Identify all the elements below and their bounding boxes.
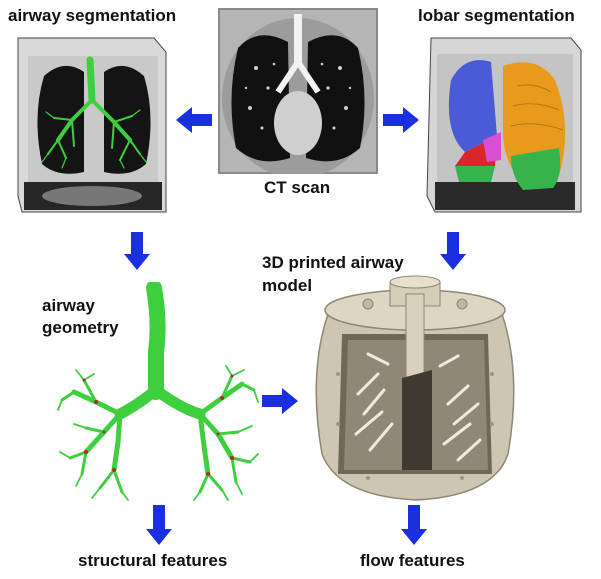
label-airway-geometry-line2: geometry xyxy=(42,318,119,337)
label-flow-features: flow features xyxy=(360,551,465,570)
label-airway-geometry-line1: airway xyxy=(42,296,95,315)
arrow-down-icon xyxy=(124,232,150,270)
label-lobar-segmentation: lobar segmentation xyxy=(418,6,575,25)
airway-segmentation-image xyxy=(17,37,167,213)
printed-airway-model-image xyxy=(315,275,515,501)
label-printed-model-line2: model xyxy=(262,276,313,295)
airway-geometry-image xyxy=(57,282,259,501)
lobar-segmentation-image xyxy=(426,37,582,213)
label-ct-scan: CT scan xyxy=(264,178,331,197)
arrow-right-icon xyxy=(262,388,298,414)
ct-scan-image xyxy=(218,8,378,174)
arrow-left-icon xyxy=(176,107,212,133)
arrow-right-icon xyxy=(383,107,419,133)
label-structural-features: structural features xyxy=(78,551,228,570)
label-printed-model-line1: 3D printed airway xyxy=(262,253,404,272)
label-airway-segmentation: airway segmentation xyxy=(8,6,177,25)
arrow-down-icon xyxy=(440,232,466,270)
arrow-down-icon xyxy=(146,505,172,545)
arrow-down-icon xyxy=(401,505,427,545)
